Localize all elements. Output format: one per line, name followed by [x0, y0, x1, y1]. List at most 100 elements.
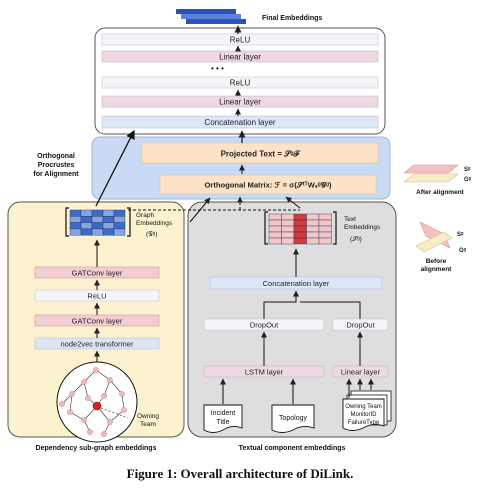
top-layer-relu-2: ReLU — [101, 76, 379, 89]
svg-text:Text: Text — [344, 216, 356, 223]
graph-embeddings-label: Graph Embeddings (𝒢ᵍ) — [136, 212, 173, 238]
svg-text:Title: Title — [217, 419, 230, 426]
svg-text:Orthogonal: Orthogonal — [37, 153, 75, 160]
text-embedding-cell — [281, 225, 295, 233]
text-dropout-right: DropOut — [332, 318, 389, 331]
dep-gatconv-layer-1: GATConv layer — [34, 314, 160, 327]
text-embedding-cell — [318, 213, 332, 221]
text-embedding-cell — [306, 237, 320, 245]
text-dropout-left: DropOut — [203, 318, 325, 331]
top-layer-linear-1: Linear layer — [101, 50, 379, 63]
svg-text:Embeddings: Embeddings — [344, 224, 381, 231]
graph-embedding-cell — [113, 209, 126, 217]
text-concatenation-layer: Concatenation layer — [209, 276, 383, 290]
text-embedding-cell — [318, 237, 332, 245]
orthogonal-matrix-box: Orthogonal Matrix: ℱ = σ(𝒮ᵗᵀWₛᵍ𝒢ᵍ) — [159, 174, 377, 195]
dep-relu-layer: ReLU — [34, 289, 160, 302]
text-embedding-cell — [293, 219, 307, 227]
orthogonal-procrustes-label: Orthogonal Procrustes for Alignment — [33, 153, 79, 178]
text-lstm-layer: LSTM layer — [203, 365, 325, 378]
svg-text:(𝒮ᵍ): (𝒮ᵍ) — [350, 236, 362, 243]
text-embedding-cell — [306, 219, 320, 227]
graph-embedding-cell — [102, 216, 115, 223]
svg-text:Owning Team: Owning Team — [345, 404, 382, 410]
arrow-dropout-right-concat — [300, 301, 361, 319]
svg-text:(𝒢ᵍ): (𝒢ᵍ) — [146, 231, 157, 238]
graph-embedding-cell — [69, 222, 82, 230]
top-concatenation-layer: Concatenation layer — [101, 115, 379, 129]
text-embedding-cell — [268, 237, 282, 245]
text-embedding-cell — [306, 213, 320, 221]
final-embeddings-title: Final Embeddings — [262, 15, 322, 22]
before-alignment-planes — [415, 221, 453, 253]
graph-embedding-cell — [69, 209, 82, 217]
text-embedding-cell — [293, 213, 307, 221]
graph-embedding-cell — [102, 222, 115, 230]
before-alignment-label: Before alignment — [421, 258, 453, 273]
graph-embedding-cell — [91, 222, 104, 230]
graph-embedding-cell — [113, 216, 126, 223]
text-embedding-cell — [281, 213, 295, 221]
text-embedding-cell — [281, 231, 295, 239]
svg-text:Topology: Topology — [279, 415, 308, 422]
text-embedding-cell — [306, 231, 320, 239]
doc-topology: Topology — [271, 404, 315, 433]
graph-embedding-cell — [91, 228, 104, 236]
text-embedding-cell — [293, 231, 307, 239]
before-g-label: Gᵍ — [459, 248, 467, 254]
text-embedding-cell — [306, 225, 320, 233]
dep-node2vec-layer: node2vec transformer — [34, 337, 160, 350]
text-embedding-cell — [318, 231, 332, 239]
dep-gatconv-layer-2: GATConv layer — [34, 266, 160, 279]
svg-text:Before: Before — [426, 258, 447, 265]
svg-text:alignment: alignment — [421, 266, 453, 273]
text-embedding-cell — [293, 237, 307, 245]
text-embedding-cell — [268, 213, 282, 221]
svg-text:GATConv layer: GATConv layer — [72, 269, 123, 278]
arrow-text-to-matrix — [285, 196, 301, 209]
top-layer-relu-1: ReLU — [101, 33, 379, 46]
after-alignment-label: After alignment — [416, 189, 465, 196]
after-g-label: Gᵍ — [464, 177, 472, 183]
svg-text:LSTM layer: LSTM layer — [245, 368, 284, 377]
graph-embedding-cell — [69, 228, 82, 236]
after-alignment-planes — [403, 164, 459, 183]
svg-text:Incident: Incident — [211, 410, 236, 417]
projected-text-box: Projected Text = 𝒮ᵍℱ — [141, 142, 379, 164]
svg-text:Graph: Graph — [136, 212, 154, 219]
graph-embedding-cell — [102, 228, 115, 236]
text-embedding-cell — [293, 225, 307, 233]
svg-text:GATConv layer: GATConv layer — [72, 317, 123, 326]
svg-text:Concatenation layer: Concatenation layer — [263, 279, 330, 288]
owning-team-label: Owning Team — [137, 413, 159, 428]
svg-text:ReLU: ReLU — [87, 292, 106, 301]
svg-text:Linear layer: Linear layer — [219, 53, 261, 62]
text-embedding-cell — [268, 231, 282, 239]
svg-text:Linear layer: Linear layer — [219, 98, 261, 107]
graph-embedding-cell — [102, 209, 115, 217]
top-layer-linear-2: Linear layer — [101, 95, 379, 108]
graph-embedding-cell — [113, 228, 126, 236]
svg-text:Orthogonal Matrix: ℱ = σ(𝒮ᵗᵀW: Orthogonal Matrix: ℱ = σ(𝒮ᵗᵀWₛᵍ𝒢ᵍ) — [204, 180, 332, 190]
svg-text:MonitorID: MonitorID — [350, 412, 377, 418]
text-embedding-cell — [268, 219, 282, 227]
final-embeddings-tensor — [176, 9, 246, 24]
svg-text:Team: Team — [140, 421, 156, 428]
owning-team-node — [92, 401, 102, 411]
svg-text:Projected Text = 𝒮ᵍℱ: Projected Text = 𝒮ᵍℱ — [221, 149, 302, 159]
svg-text:Procrustes: Procrustes — [38, 162, 75, 169]
text-embedding-cell — [281, 219, 295, 227]
doc-incident-title: Incident Title — [203, 404, 243, 433]
graph-embedding-cell — [113, 222, 126, 230]
dependency-caption: Dependency sub-graph embeddings — [36, 445, 157, 452]
svg-text:Embeddings: Embeddings — [136, 220, 173, 227]
svg-text:Concatenation layer: Concatenation layer — [204, 118, 275, 127]
text-linear-layer: Linear layer — [332, 365, 389, 378]
svg-text:node2vec transformer: node2vec transformer — [61, 340, 134, 349]
before-s-label: Sᵍ — [457, 232, 464, 238]
svg-text:DropOut: DropOut — [346, 321, 375, 330]
text-embedding-cell — [281, 237, 295, 245]
graph-embedding-cell — [69, 216, 82, 223]
